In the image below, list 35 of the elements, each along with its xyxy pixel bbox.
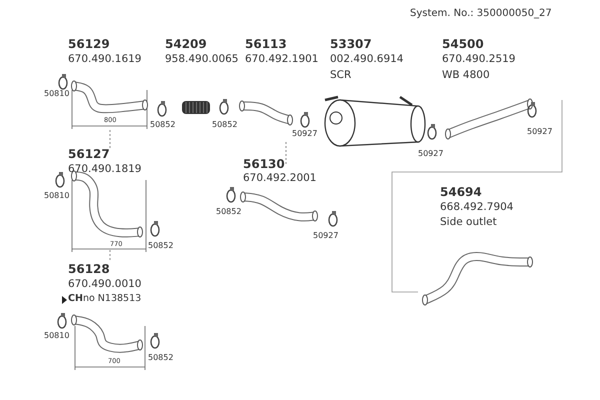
part-code: SCR [330,70,352,82]
part-code: WB 4800 [442,70,490,82]
part-number: 56113 [245,38,287,52]
part-code: 670.490.1819 [68,164,142,176]
part-code: 670.492.1901 [245,54,318,66]
part-number: 56129 [68,38,110,52]
clamp-number: 50852 [148,354,174,363]
part-number: 54500 [442,38,484,52]
clamp-number: 50810 [44,332,70,341]
system-number: System. No.: 350000050_27 [410,8,552,19]
part-number: 56130 [243,158,285,172]
part-number: 53307 [330,38,372,52]
part-number: 54209 [165,38,207,52]
part-code: 670.492.2001 [243,173,316,185]
clamp-number: 50810 [44,90,70,99]
clamp-number: 50852 [212,121,238,130]
part-code: 670.490.2519 [442,54,516,66]
clamp-number: 50927 [527,128,552,137]
clamp-number: 50810 [44,192,70,201]
clamp-number: 50927 [292,130,318,139]
chassis-number: CHno N138513 [68,294,142,304]
part-code: 668.492.7904 [440,202,514,214]
part-number: 56128 [68,263,110,276]
clamp-number: 50852 [216,208,242,217]
part-code: 670.490.0010 [68,279,142,291]
clamp-number: 50852 [150,121,176,130]
part-number: 54694 [440,186,482,200]
part-number: 56127 [68,148,110,162]
clamp-number: 50927 [313,232,338,241]
part-code: 670.490.1619 [68,54,142,66]
clamp-number: 50852 [148,242,174,251]
clamp-number: 50927 [418,150,444,159]
part-code: 002.490.6914 [330,54,404,66]
part-code: Side outlet [440,217,497,229]
part-code: 958.490.0065 [165,54,238,66]
